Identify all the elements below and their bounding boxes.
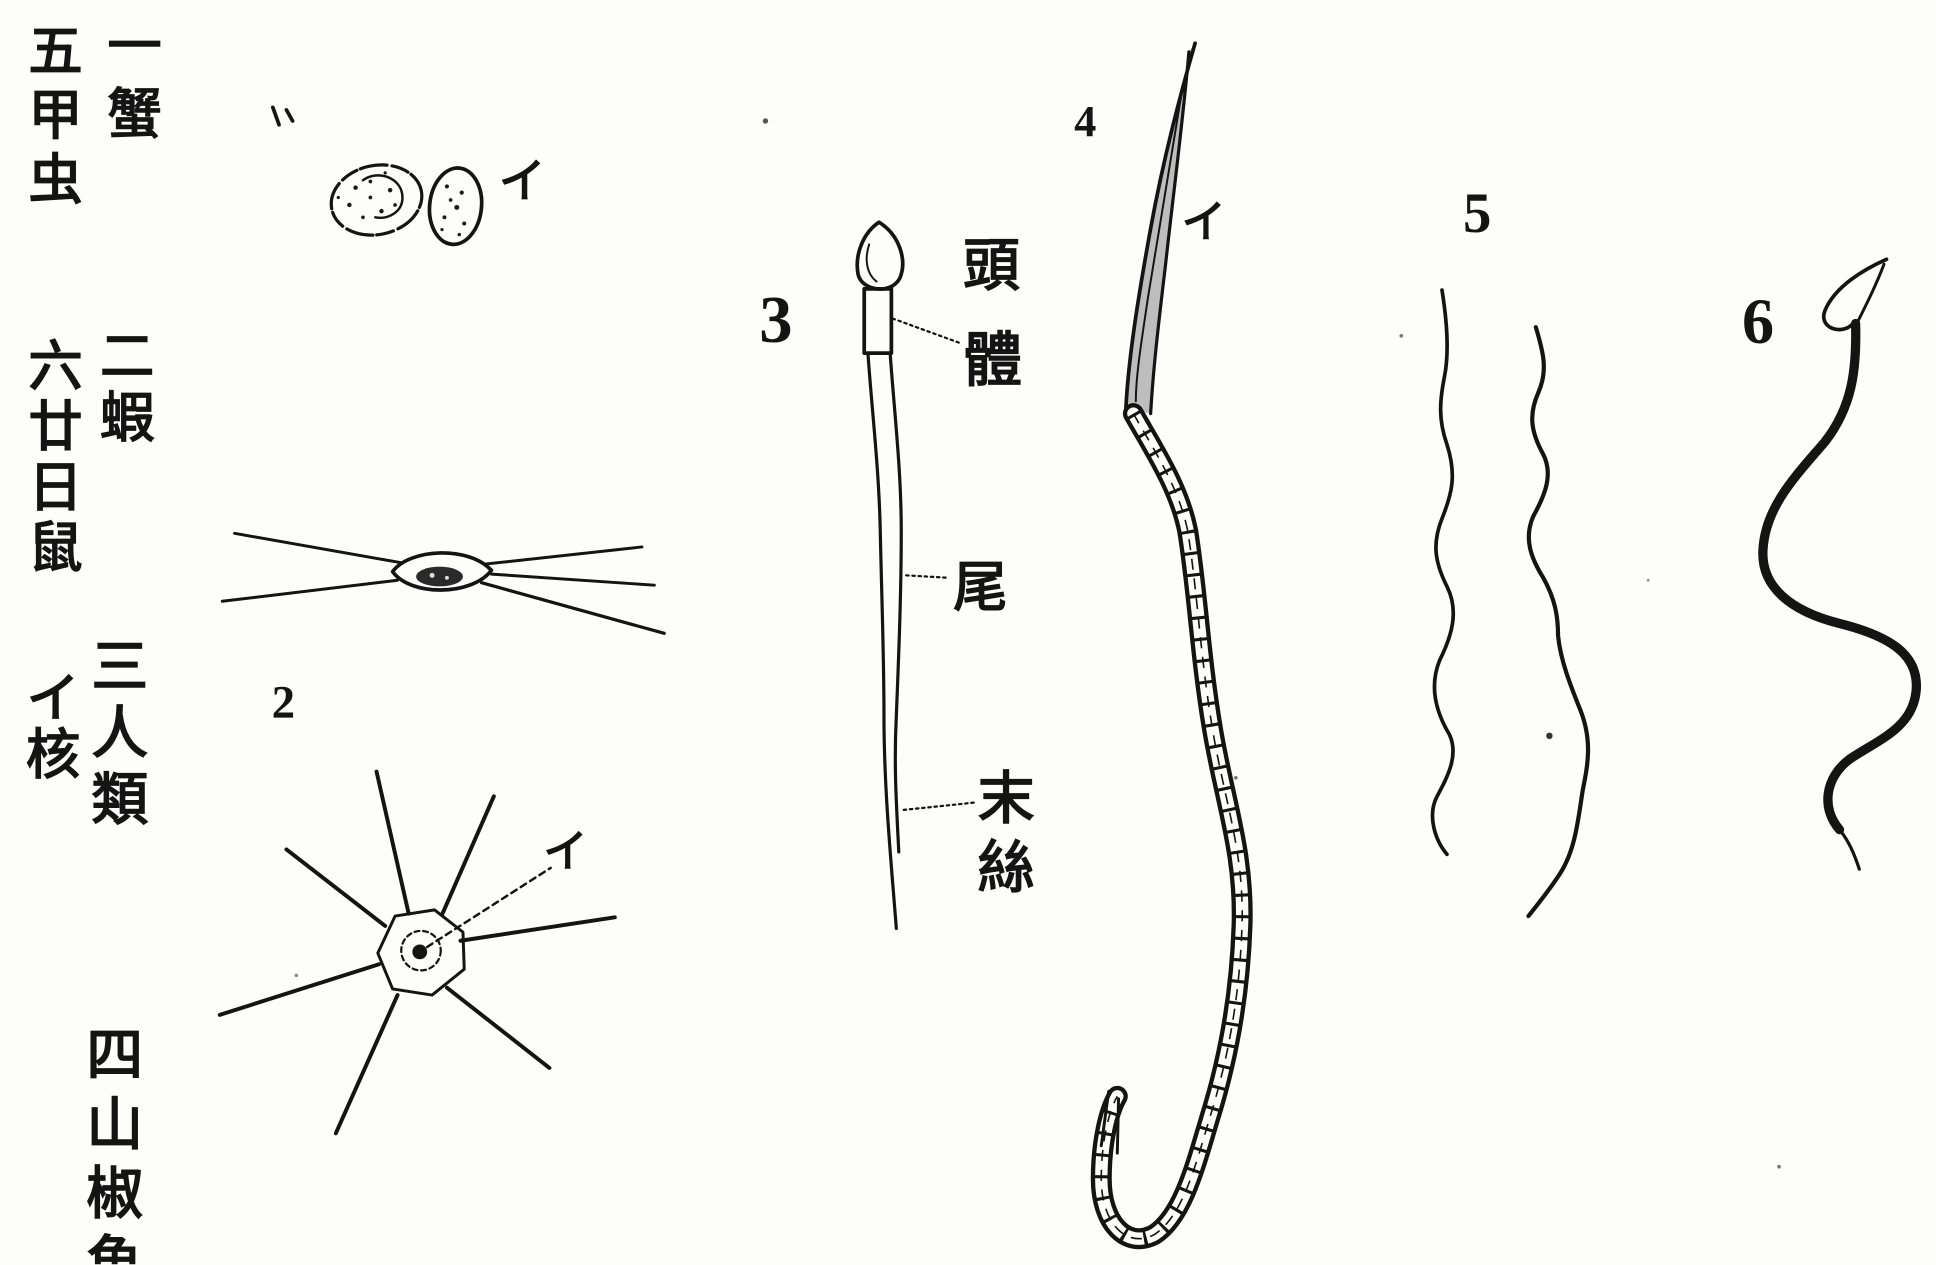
midpiece (864, 289, 891, 353)
species-column-shrimp: 二蝦 (94, 327, 148, 450)
part-label-tail: 尾 (953, 562, 1007, 616)
arm (461, 917, 615, 940)
part-label-body: 體 (963, 331, 1022, 390)
nucleus-highlight (430, 573, 435, 578)
speck (1777, 1165, 1781, 1169)
arm (447, 988, 549, 1068)
spine (481, 583, 664, 634)
figure-1-mark: イ (499, 158, 546, 205)
tail-left-edge (868, 353, 896, 928)
speck (1647, 579, 1650, 582)
arm (220, 964, 379, 1015)
head-shading (867, 244, 877, 281)
species-number: 二 (90, 327, 153, 389)
figure-number-5: 5 (1463, 185, 1491, 242)
tail (1763, 323, 1917, 829)
nucleus-mark: イ (16, 669, 79, 726)
spine (235, 533, 403, 563)
species-column-beetle: 五甲虫 (22, 22, 76, 215)
speck (763, 118, 768, 123)
spine (222, 580, 397, 601)
species-column-salamander: 四山椒魚 (83, 1025, 140, 1265)
species-name: 人類 (83, 702, 150, 835)
speck (295, 974, 298, 977)
speck (1546, 733, 1552, 739)
tail-right-edge (890, 353, 901, 852)
figure-number-4: 4 (1074, 99, 1096, 143)
species-column-mouse: 六廿日鼠 (22, 337, 76, 579)
species-number: 五 (19, 22, 82, 86)
part-label-head: 頭 (963, 237, 1020, 294)
species-name: 蟹 (98, 85, 161, 153)
cell-outline-left (325, 157, 429, 244)
head (857, 222, 902, 289)
cell-nucleus (416, 567, 463, 587)
species-column-human: 三人類 (88, 636, 145, 836)
leader-tail (906, 575, 948, 577)
species-number: 四 (78, 1025, 145, 1094)
filament-right (1528, 327, 1588, 916)
species-name: 山椒魚 (78, 1094, 145, 1264)
figure-spindle-cell (222, 533, 664, 633)
species-number: 六 (19, 337, 82, 397)
tail-end (1840, 830, 1860, 870)
figure-5-beetle (1432, 290, 1588, 916)
speck (1234, 776, 1238, 780)
nucleus-term: 核 (16, 726, 79, 783)
arm (286, 849, 385, 926)
figure-4-mark: イ (1182, 200, 1226, 244)
figure-6-mouse (1763, 259, 1917, 869)
species-name: 蝦 (90, 389, 153, 451)
nucleus-key: イ核 (20, 669, 74, 783)
arm (377, 772, 409, 914)
spine (491, 574, 654, 585)
arm (442, 796, 494, 915)
species-number: 一 (98, 17, 161, 85)
part-label-end-filament: 末絲 (974, 768, 1031, 906)
filament-left (1432, 290, 1453, 854)
faint-figure-mark (273, 107, 293, 124)
leader-body (893, 319, 961, 344)
leader-end-filament (904, 802, 976, 809)
speck (1399, 334, 1403, 338)
figure-number-2: 2 (272, 679, 295, 726)
nucleus-highlight (445, 576, 449, 580)
figure-1-cells (325, 157, 486, 247)
arm (336, 995, 398, 1133)
figure-number-6: 6 (1742, 291, 1774, 355)
body-band-outline (1101, 414, 1242, 1239)
species-name: 廿日鼠 (19, 398, 82, 579)
spine (484, 547, 642, 564)
species-column-crab: 一蟹 (101, 17, 155, 153)
scan-specks (273, 107, 1781, 1168)
nucleus (412, 944, 427, 959)
figure-2-mark: イ (543, 830, 587, 874)
figure-number-3: 3 (759, 286, 792, 353)
species-number: 三 (83, 636, 150, 703)
species-name: 甲虫 (19, 86, 82, 214)
